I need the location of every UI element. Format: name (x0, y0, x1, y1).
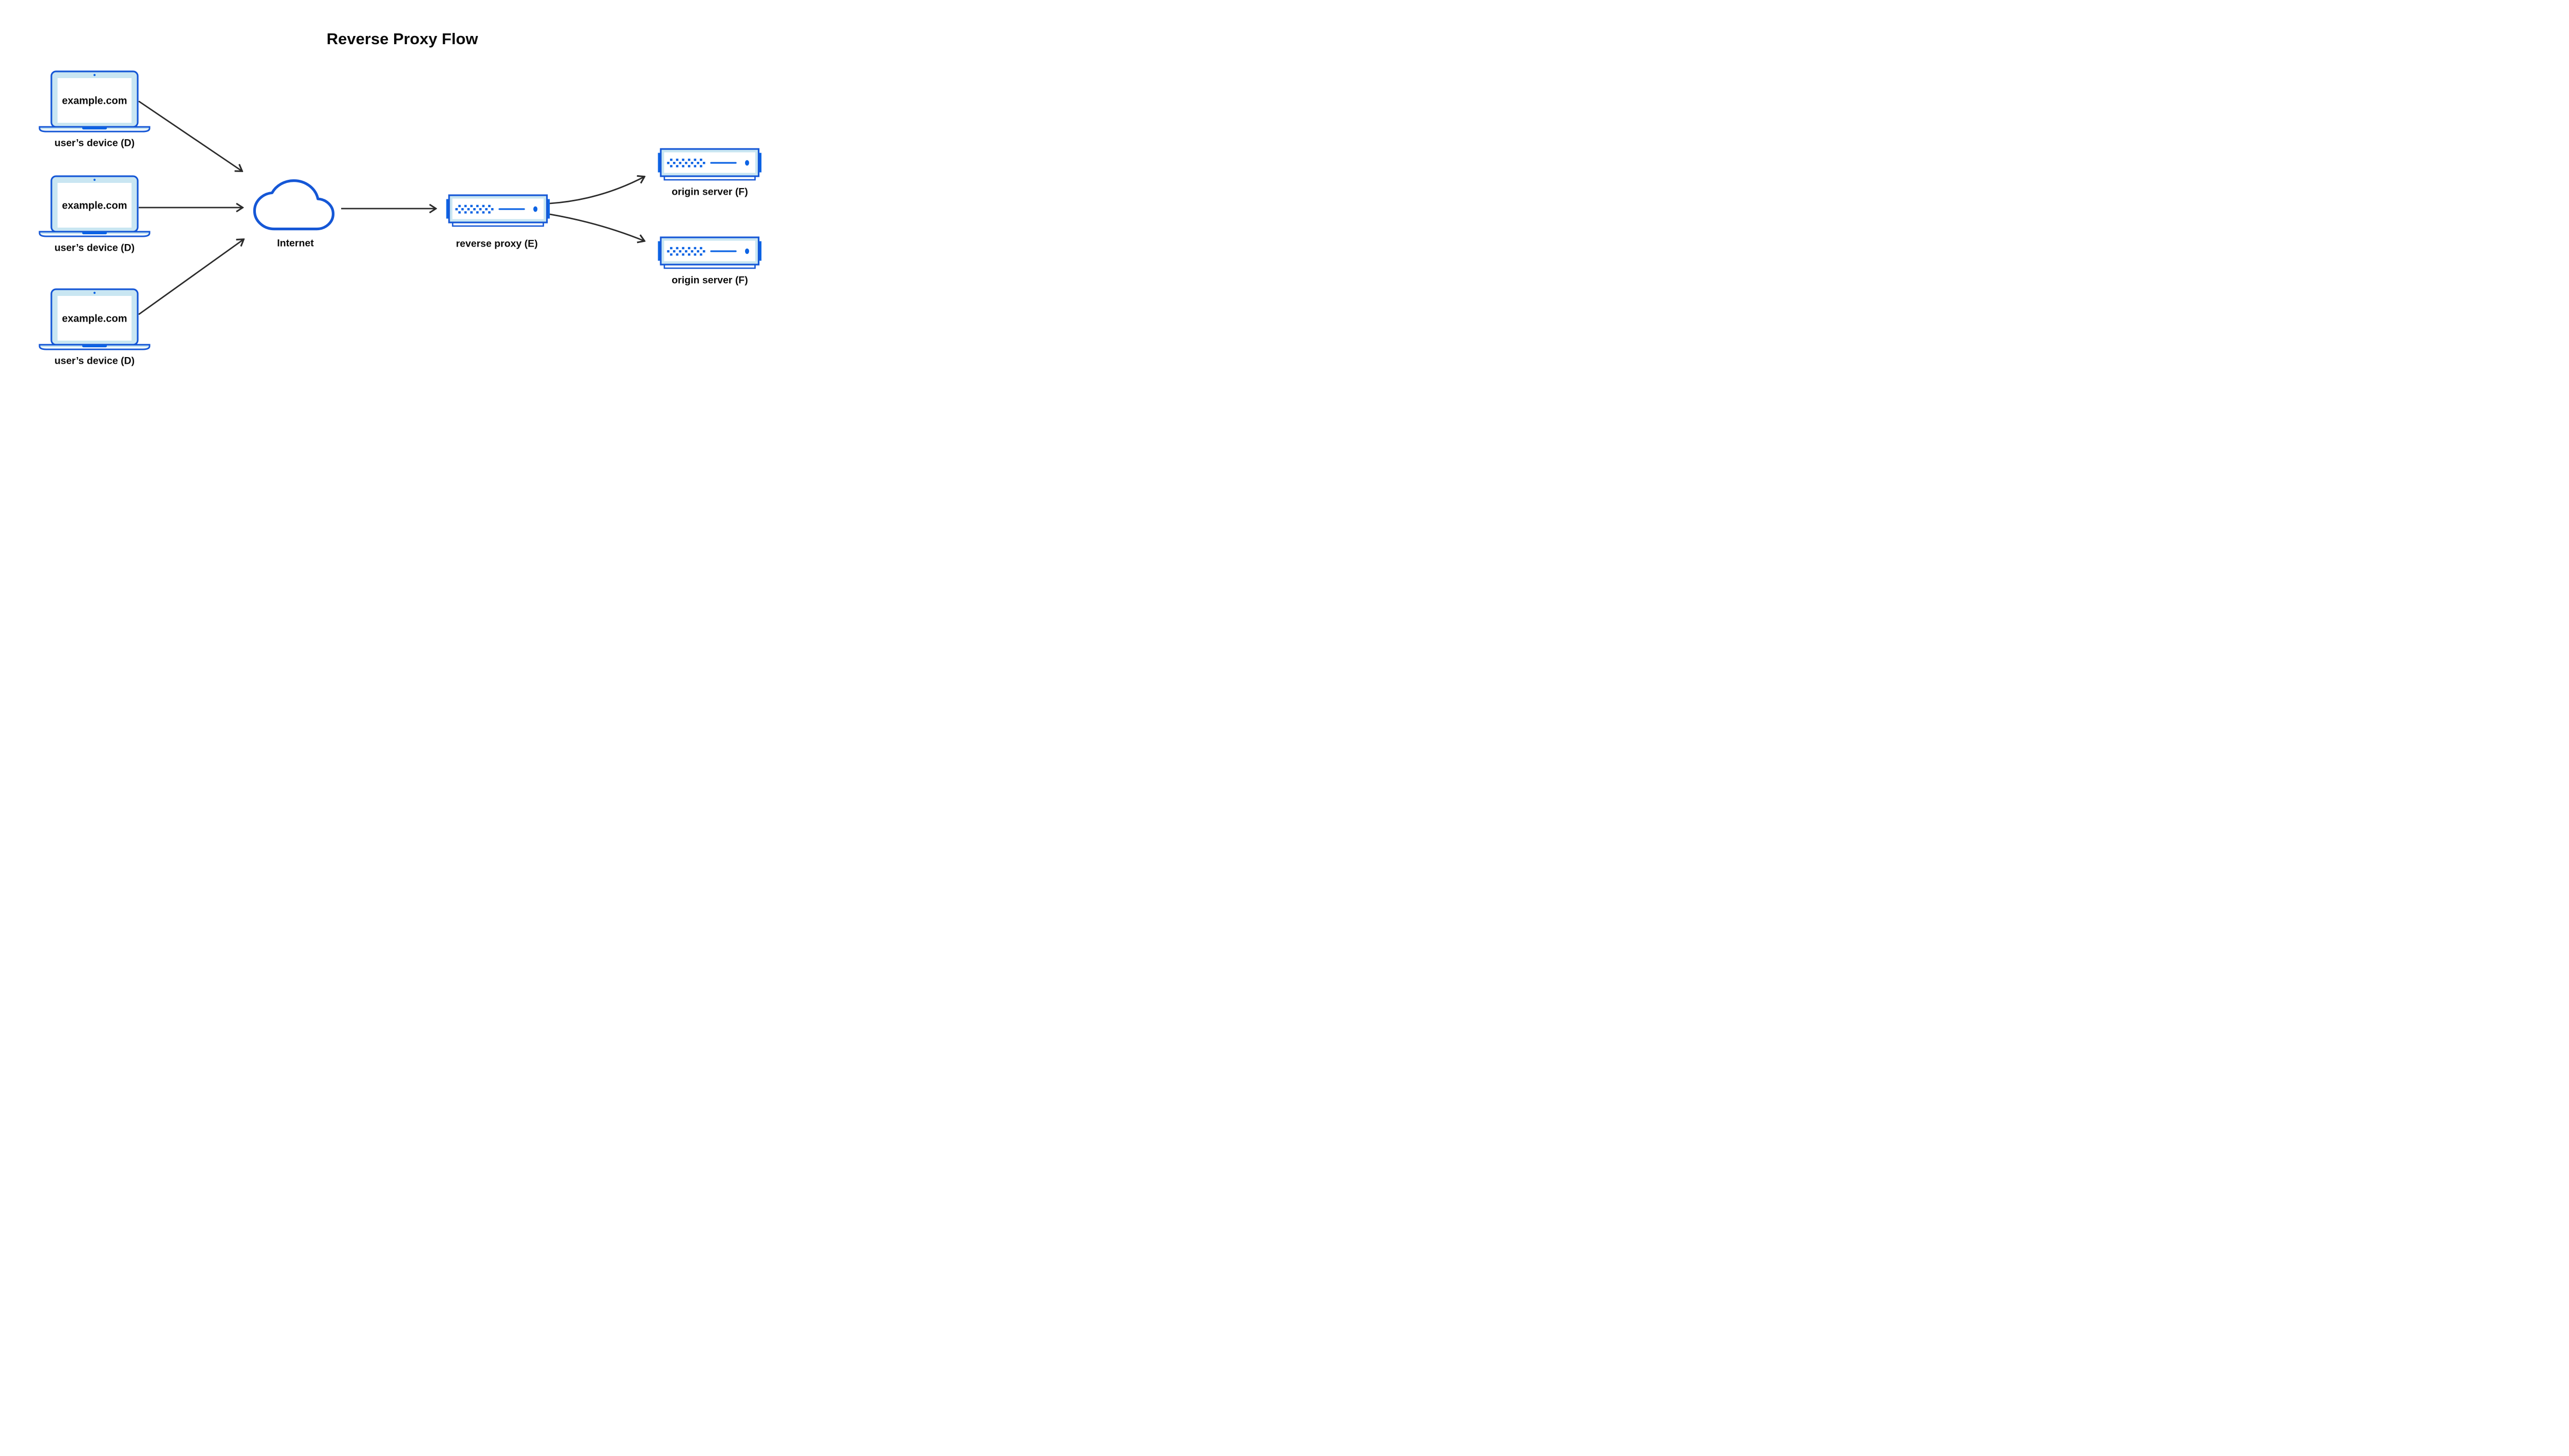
device-screen-url: example.com (62, 313, 127, 325)
origin-server-2: origin server (F) (657, 236, 762, 286)
server-icon (657, 148, 762, 181)
page-title: Reverse Proxy Flow (327, 30, 479, 48)
user-device-1: example.com user’s device (D) (39, 70, 151, 149)
server-icon (657, 236, 762, 269)
device-screen-url: example.com (62, 200, 127, 212)
user-device-3: example.com user’s device (D) (39, 288, 151, 367)
arrow-proxy-to-origin2 (549, 213, 644, 241)
device-screen-url: example.com (62, 96, 127, 107)
internet-label: Internet (277, 238, 314, 249)
diagram-canvas: Reverse Proxy Flow example.com user’s de… (0, 0, 805, 403)
cloud-icon (254, 181, 333, 229)
reverse-proxy-node: reverse proxy (E) (445, 194, 551, 250)
arrow-proxy-to-origin1 (549, 177, 644, 204)
flow-arrows (138, 100, 644, 315)
arrow-device1-to-internet (138, 100, 242, 171)
internet-node: Internet (254, 181, 333, 249)
device-label: user’s device (D) (54, 356, 135, 367)
user-device-2: example.com user’s device (D) (39, 175, 151, 254)
device-label: user’s device (D) (54, 242, 135, 254)
origin-server-label: origin server (F) (672, 186, 748, 198)
server-icon (445, 194, 551, 227)
reverse-proxy-flow-diagram: Reverse Proxy Flow example.com user’s de… (39, 30, 762, 367)
origin-server-1: origin server (F) (657, 148, 762, 198)
device-label: user’s device (D) (54, 138, 135, 149)
reverse-proxy-label: reverse proxy (E) (456, 238, 537, 250)
arrow-device3-to-internet (138, 239, 244, 315)
origin-server-label: origin server (F) (672, 275, 748, 286)
